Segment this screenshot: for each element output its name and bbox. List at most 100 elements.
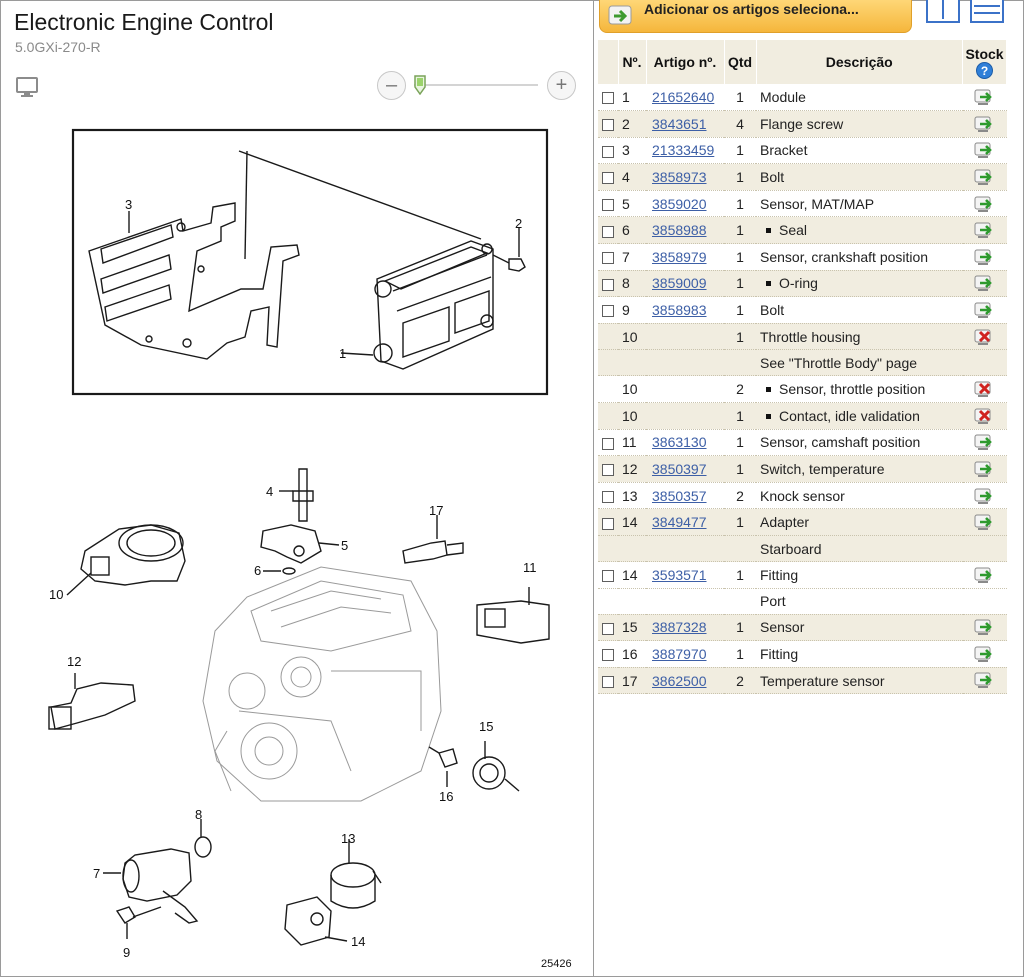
row-checkbox[interactable] (602, 490, 614, 503)
row-description: Sensor, camshaft position (760, 434, 921, 451)
help-icon[interactable]: ? (976, 61, 993, 79)
row-stock-cell[interactable] (962, 296, 1007, 324)
article-link[interactable]: 3863130 (652, 434, 707, 451)
note-spacer (724, 535, 756, 562)
zoom-slider-handle[interactable] (413, 75, 427, 95)
row-description-cell: Sensor, throttle position (756, 375, 963, 404)
article-link[interactable]: 3859020 (652, 195, 707, 212)
row-stock-cell[interactable] (962, 84, 1007, 112)
sub-item-bullet (766, 228, 771, 234)
article-link[interactable]: 3887970 (652, 645, 707, 662)
article-link[interactable]: 3850357 (652, 487, 707, 504)
row-stock-cell[interactable] (962, 270, 1007, 298)
row-checkbox[interactable] (602, 622, 614, 635)
row-checkbox-cell (598, 508, 618, 536)
row-checkbox[interactable] (602, 119, 614, 132)
row-stock-cell[interactable] (962, 429, 1007, 457)
row-checkbox[interactable] (602, 92, 614, 105)
row-stock-cell[interactable] (962, 640, 1007, 668)
zoom-in-button[interactable]: + (547, 71, 576, 100)
callout-5: 5 (341, 538, 348, 553)
row-checkbox[interactable] (602, 464, 614, 477)
article-link[interactable]: 3858983 (652, 302, 707, 319)
row-checkbox[interactable] (602, 225, 614, 238)
row-description: Temperature sensor (760, 672, 885, 689)
article-link[interactable]: 3843651 (652, 115, 707, 132)
row-stock-cell[interactable] (962, 614, 1007, 642)
row-checkbox[interactable] (602, 305, 614, 318)
row-stock-cell[interactable] (962, 243, 1007, 271)
row-article-cell: 3858979 (646, 243, 724, 271)
header-article[interactable]: Artigo nº. (646, 40, 725, 84)
row-description: O-ring (779, 275, 818, 292)
row-stock-cell[interactable] (962, 137, 1007, 165)
row-stock-cell[interactable] (962, 455, 1007, 483)
monitor-icon[interactable] (15, 76, 39, 98)
row-description: Adapter (760, 514, 810, 531)
callout-3: 3 (125, 197, 132, 212)
row-checkbox[interactable] (602, 517, 614, 530)
article-link[interactable]: 3858979 (652, 248, 707, 265)
header-number[interactable]: Nº. (618, 40, 647, 84)
row-checkbox-cell (598, 270, 618, 298)
row-checkbox[interactable] (602, 145, 614, 158)
stock-available-icon (974, 434, 992, 451)
row-stock-cell[interactable] (962, 508, 1007, 536)
callout-2: 2 (515, 216, 522, 231)
article-link[interactable]: 3858973 (652, 169, 707, 186)
row-quantity: 1 (724, 323, 756, 351)
article-link[interactable]: 3849477 (652, 514, 707, 531)
figure-number: 25426 (541, 958, 572, 970)
row-stock-cell[interactable] (962, 667, 1007, 695)
note-spacer (962, 349, 1007, 377)
header-description[interactable]: Descrição (756, 40, 963, 84)
callout-6: 6 (254, 563, 261, 578)
add-selected-items-button[interactable]: Adicionar os artigos seleciona... (599, 0, 912, 33)
row-checkbox[interactable] (602, 675, 614, 688)
row-checkbox[interactable] (602, 172, 614, 185)
zoom-slider-track[interactable] (414, 84, 538, 86)
row-checkbox[interactable] (602, 252, 614, 265)
row-number: 10 (618, 375, 646, 404)
row-stock-cell[interactable] (962, 110, 1007, 138)
row-stock-cell[interactable] (962, 323, 1007, 351)
row-article-cell: 3859020 (646, 190, 724, 218)
row-checkbox[interactable] (602, 198, 614, 211)
row-stock-cell[interactable] (962, 216, 1007, 245)
header-quantity[interactable]: Qtd (724, 40, 757, 84)
exploded-parts-diagram[interactable]: 1 2 3 4 5 6 7 8 9 10 11 12 13 14 15 16 1… (1, 111, 593, 977)
article-link[interactable]: 21333459 (652, 142, 715, 159)
row-stock-cell[interactable] (962, 561, 1007, 589)
article-link[interactable]: 21652640 (652, 89, 715, 106)
cart-add-icon (608, 5, 632, 25)
row-stock-cell[interactable] (962, 482, 1007, 510)
page-title: Electronic Engine Control (14, 9, 274, 35)
row-stock-cell[interactable] (962, 402, 1007, 430)
row-description-cell: Knock sensor (756, 482, 963, 510)
split-view-icon[interactable] (926, 0, 960, 23)
article-link[interactable]: 3593571 (652, 566, 707, 583)
zoom-out-button[interactable]: – (377, 71, 406, 100)
row-description-cell: Sensor, MAT/MAP (756, 190, 963, 218)
row-stock-cell[interactable] (962, 190, 1007, 218)
row-checkbox[interactable] (602, 437, 614, 450)
row-checkbox[interactable] (602, 570, 614, 583)
row-stock-cell[interactable] (962, 163, 1007, 191)
article-link[interactable]: 3850397 (652, 461, 707, 478)
article-link[interactable]: 3862500 (652, 672, 707, 689)
row-checkbox[interactable] (602, 278, 614, 291)
row-checkbox[interactable] (602, 649, 614, 662)
list-view-icon[interactable] (970, 0, 1004, 23)
row-stock-cell[interactable] (962, 375, 1007, 404)
article-link[interactable]: 3858988 (652, 222, 707, 239)
row-checkbox-cell (598, 243, 618, 271)
row-description-cell: Bolt (756, 296, 963, 324)
row-quantity: 2 (724, 482, 756, 510)
article-link[interactable]: 3887328 (652, 619, 707, 636)
article-link[interactable]: 3859009 (652, 275, 707, 292)
note-spacer (598, 535, 618, 562)
